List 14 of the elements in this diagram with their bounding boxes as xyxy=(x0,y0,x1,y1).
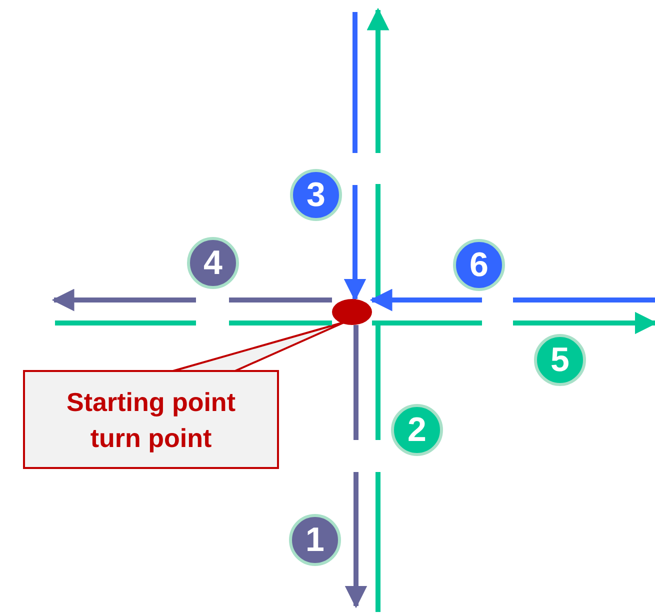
step-number: 4 xyxy=(187,237,239,289)
start-point-marker xyxy=(332,299,372,325)
step-number: 6 xyxy=(453,239,505,291)
arrow xyxy=(370,288,655,312)
arrow xyxy=(370,312,655,334)
step-number: 5 xyxy=(534,334,586,386)
arrow xyxy=(376,322,380,613)
arrow xyxy=(344,322,368,608)
step-number: 3 xyxy=(290,169,342,221)
arrow xyxy=(344,10,366,302)
arrow xyxy=(52,288,334,312)
step-number: 2 xyxy=(391,404,443,456)
arrow xyxy=(52,320,334,326)
step-number: 1 xyxy=(289,514,341,566)
